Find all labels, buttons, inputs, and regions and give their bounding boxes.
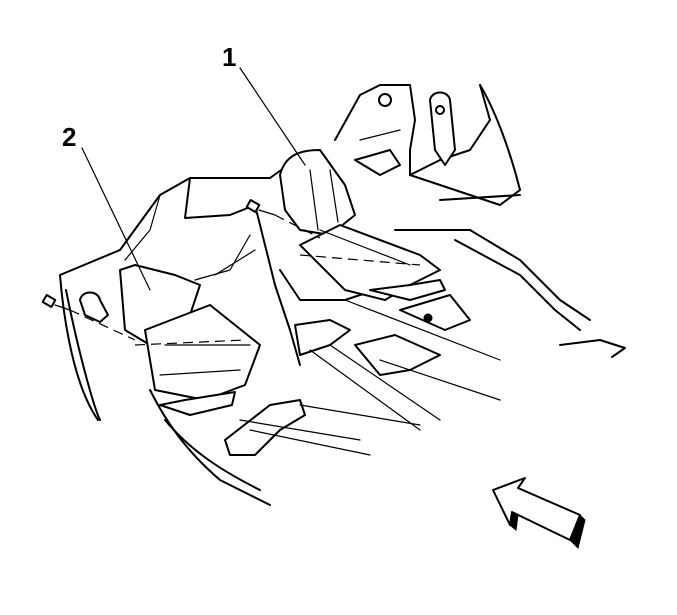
callout-label-1: 1 <box>222 42 237 72</box>
left-bolt <box>41 291 136 341</box>
callout-label-2: 2 <box>62 122 77 152</box>
left-mounting-bracket <box>119 264 261 416</box>
lower-floor-pan <box>149 294 471 506</box>
right-mounting-bracket <box>279 149 446 301</box>
callout-1-leader <box>239 67 306 166</box>
callout-2-leader <box>81 147 151 291</box>
front-direction-arrow-icon <box>492 477 586 549</box>
callout-leaders <box>81 67 306 291</box>
right-bolt <box>245 199 321 239</box>
right-body-panel <box>334 84 626 358</box>
floor-tunnel <box>254 204 501 431</box>
